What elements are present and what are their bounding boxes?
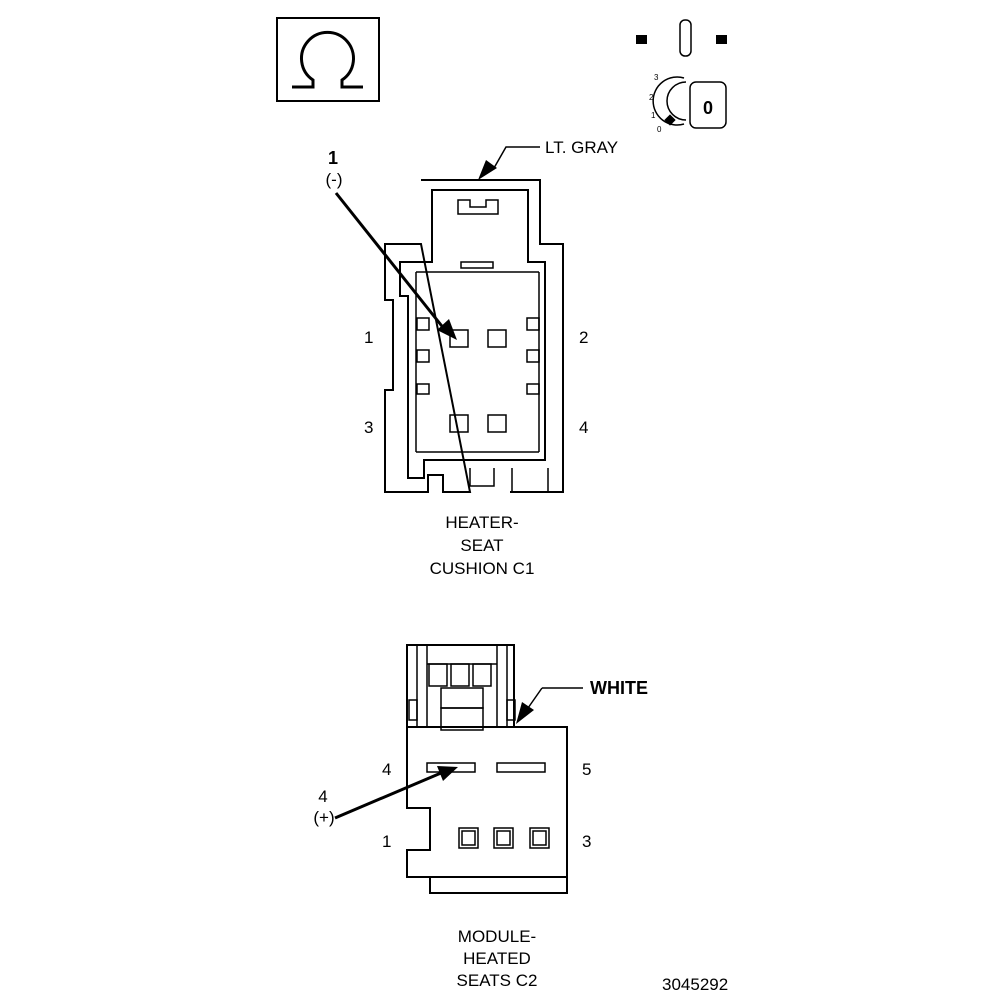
c1-caption-line-3: CUSHION C1	[430, 559, 535, 578]
c1-color-label: LT. GRAY	[545, 138, 618, 157]
c1-label-1: 1	[364, 328, 373, 347]
figure-number: 3045292	[662, 975, 728, 994]
c1-callout-polarity: (-)	[326, 170, 343, 189]
c1-caption-line-2: SEAT	[460, 536, 503, 555]
c2-callout-polarity: (+)	[313, 808, 334, 827]
c1-label-4: 4	[579, 418, 588, 437]
ignition-switch-icon: 0 3 2 1 0	[636, 19, 727, 134]
c2-color-label: WHITE	[590, 678, 648, 698]
c2-cavity-5	[496, 762, 546, 773]
connector-c1: LT. GRAY 1 2 3 4 1	[326, 138, 619, 578]
key-position-2: 2	[649, 93, 654, 102]
c1-cavity-3	[449, 414, 469, 433]
connector-c2: WHITE 4 5 1 3 4 (+)	[313, 644, 648, 990]
c1-cavity-1	[449, 329, 469, 348]
c1-callout-number: 1	[328, 148, 338, 168]
c1-cavity-2	[487, 329, 507, 348]
c1-label-2: 2	[579, 328, 588, 347]
c1-caption-line-1: HEATER-	[445, 513, 518, 532]
c2-caption-line-1: MODULE-	[458, 927, 536, 946]
c2-label-1: 1	[382, 832, 391, 851]
c2-caption-line-2: HEATED	[463, 949, 531, 968]
c2-cavity-1	[458, 827, 479, 849]
key-position-1: 1	[651, 111, 656, 120]
c2-caption-line-3: SEATS C2	[457, 971, 538, 990]
c2-label-3: 3	[582, 832, 591, 851]
key-label: 0	[703, 98, 713, 118]
c2-label-5: 5	[582, 760, 591, 779]
c2-cavity-2	[493, 827, 514, 849]
c1-cavity-4	[487, 414, 507, 433]
c2-label-4: 4	[382, 760, 391, 779]
c2-callout-number: 4	[318, 787, 327, 806]
c2-cavity-3	[529, 827, 550, 849]
ohm-symbol-icon	[276, 17, 380, 102]
c1-label-3: 3	[364, 418, 373, 437]
key-position-0: 0	[657, 125, 662, 134]
key-position-3: 3	[654, 73, 659, 82]
